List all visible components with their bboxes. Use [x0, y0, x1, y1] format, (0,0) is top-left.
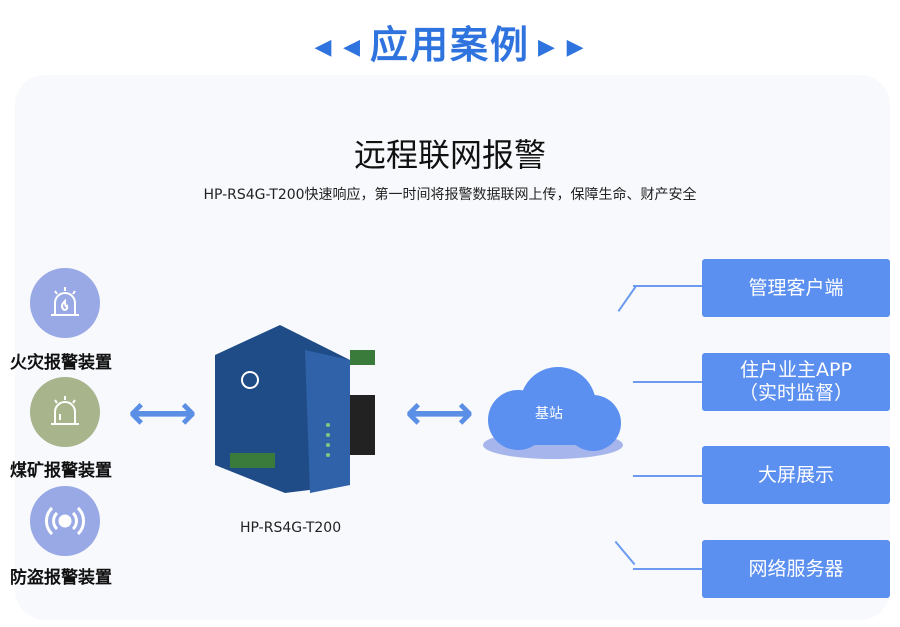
gateway-device-image — [215, 325, 375, 493]
device-label: 火灾报警装置 — [10, 353, 112, 373]
connector-line — [633, 285, 703, 287]
triangle-left-icon: ◀ ◀ — [314, 35, 362, 60]
target-owner-app: 住户业主APP（实时监督） — [702, 353, 890, 411]
connector-line — [633, 568, 703, 570]
target-big-screen: 大屏展示 — [702, 446, 890, 504]
target-label: 管理客户端 — [748, 276, 844, 299]
alarm-light-icon — [30, 377, 100, 447]
page-title: 远程联网报警 — [353, 136, 546, 174]
background-panel — [15, 75, 890, 620]
target-network-server: 网络服务器 — [702, 540, 890, 598]
fire-alarm-icon — [30, 268, 100, 338]
target-management-client: 管理客户端 — [702, 259, 890, 317]
gateway-label: HP-RS4G-T200 — [240, 520, 342, 536]
section-header: ◀ ◀ 应用案例 ▶ ▶ — [0, 14, 900, 69]
target-label: 住户业主APP — [740, 359, 852, 382]
signal-icon — [30, 486, 100, 556]
target-sublabel: （实时监督） — [738, 382, 853, 404]
cloud-icon — [483, 367, 623, 459]
device-label: 防盗报警装置 — [10, 568, 112, 588]
device-label: 煤矿报警装置 — [10, 461, 112, 481]
section-title: 应用案例 — [369, 23, 530, 67]
triangle-right-icon: ▶ ▶ — [538, 35, 586, 60]
target-label: 大屏展示 — [757, 463, 834, 486]
page-subtitle: HP-RS4G-T200快速响应，第一时间将报警数据联网上传，保障生命、财产安全 — [203, 187, 697, 203]
connector-line — [633, 381, 703, 383]
target-label: 网络服务器 — [748, 557, 844, 580]
connector-line — [633, 475, 703, 477]
base-station-label: 基站 — [535, 406, 563, 422]
double-arrow-icon: ⟷ — [128, 385, 197, 441]
double-arrow-icon: ⟷ — [405, 385, 474, 441]
